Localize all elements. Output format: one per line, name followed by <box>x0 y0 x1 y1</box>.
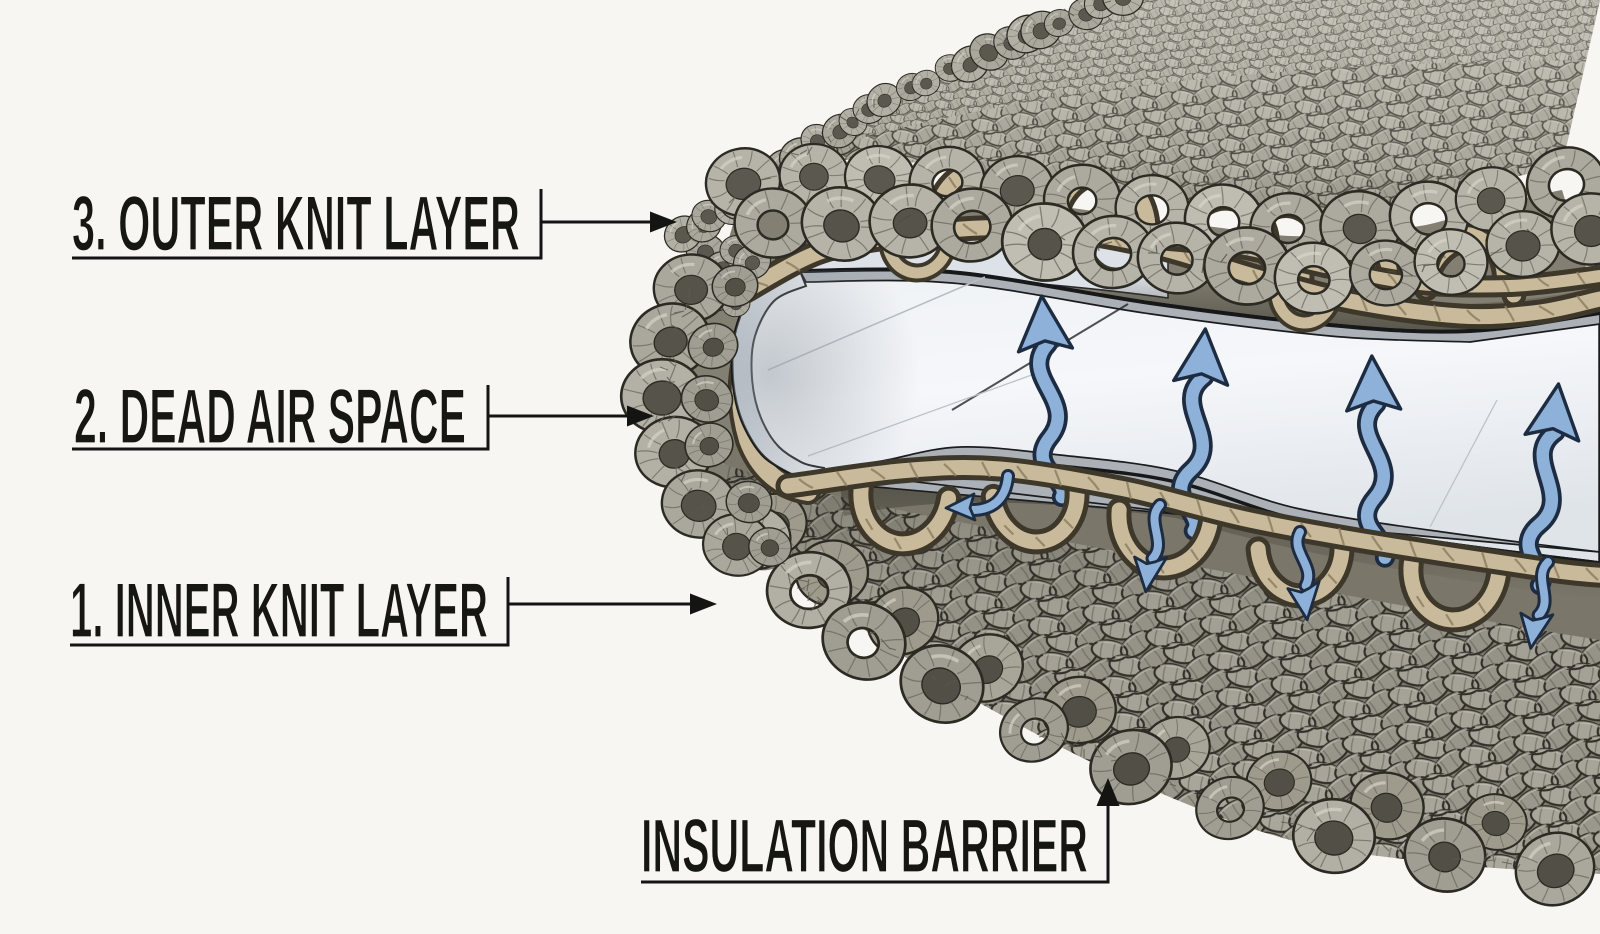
label-text: 1. INNER KNIT LAYER <box>70 566 488 654</box>
knit-loop <box>722 477 776 527</box>
knit-loop <box>732 186 814 260</box>
knit-loop <box>1313 183 1407 271</box>
knit-loop <box>697 139 789 225</box>
knit-loop <box>1341 762 1433 850</box>
callout-arrowhead <box>690 593 717 615</box>
knit-loop <box>628 409 720 495</box>
knit-loop <box>1396 809 1494 901</box>
knit-loop <box>859 75 909 125</box>
callout-arrowhead <box>1096 778 1120 806</box>
knit-loop <box>833 102 873 142</box>
outer-knit-layer <box>618 0 1600 582</box>
label-text: 2. DEAD AIR SPACE <box>74 372 466 460</box>
knit-loop <box>687 195 731 237</box>
knit-loop <box>618 356 706 436</box>
callout-line <box>72 189 655 260</box>
label-text: INSULATION BARRIER <box>641 804 1088 889</box>
heat-arrow-through <box>944 469 1015 522</box>
knit-loop <box>974 149 1060 229</box>
knit-loop <box>866 180 954 262</box>
knit-loop <box>836 136 924 220</box>
knit-loop <box>1503 819 1600 919</box>
fiber-fuzz <box>658 284 729 539</box>
callout-arrowhead <box>627 405 654 427</box>
knit-loop <box>997 198 1093 286</box>
knit-loop <box>676 370 738 428</box>
knit-loop <box>791 176 893 272</box>
knit-loop <box>745 524 795 570</box>
callout-line <box>72 385 632 451</box>
knit-loop <box>1101 0 1145 17</box>
knit-loop <box>907 65 945 101</box>
knit-loop <box>1458 787 1534 857</box>
knit-loop <box>886 630 998 738</box>
fiber-fuzz <box>753 538 1521 870</box>
callout-line <box>70 577 695 647</box>
knit-loop <box>697 508 777 582</box>
knit-loop <box>678 416 740 474</box>
knit-loop <box>619 291 721 389</box>
knit-loop <box>650 251 732 325</box>
fiber-fuzz <box>898 214 1538 277</box>
label-text: 3. OUTER KNIT LAYER <box>72 179 520 267</box>
callout-arrowhead <box>650 211 677 233</box>
knit-loop <box>777 141 851 209</box>
heat-arrow-through <box>1286 525 1321 622</box>
knit-loop <box>1287 793 1381 879</box>
fiber-fuzz <box>688 0 1112 237</box>
heat-arrow-through <box>1519 555 1555 650</box>
knit-loop <box>1080 719 1182 815</box>
heat-arrow-through <box>1133 498 1169 594</box>
knit-loop <box>1451 162 1531 236</box>
knit-loop <box>1484 209 1562 279</box>
knit-loop <box>1040 4 1078 42</box>
knit-loop <box>1549 190 1600 268</box>
callout-line <box>641 802 1110 884</box>
knit-loop <box>1037 671 1121 749</box>
knit-loop <box>962 26 1016 78</box>
knit-loop <box>707 260 763 312</box>
knit-loop <box>682 317 744 375</box>
knit-loop <box>727 237 777 287</box>
knit-loop <box>1240 744 1318 818</box>
